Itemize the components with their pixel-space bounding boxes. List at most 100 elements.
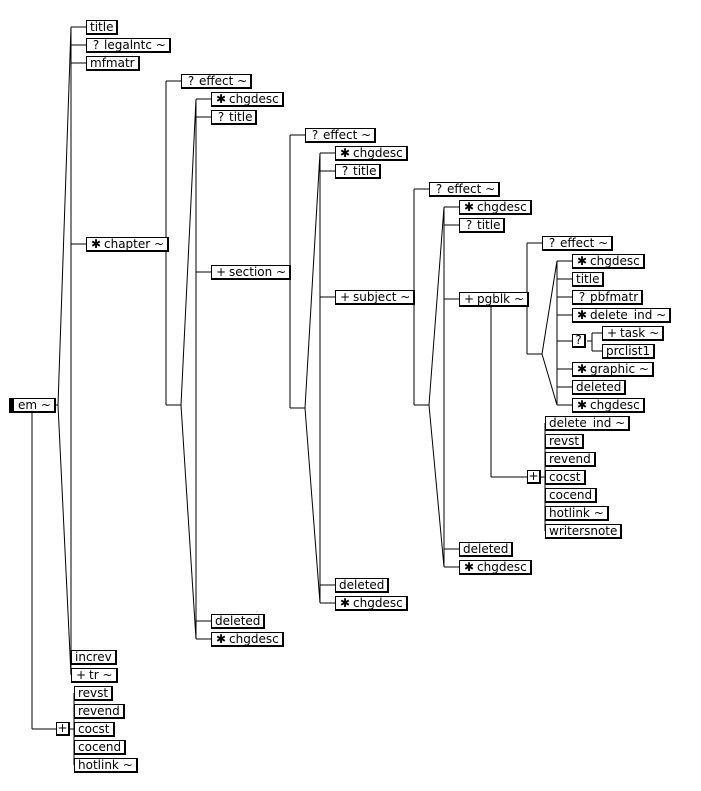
node-label: title bbox=[576, 272, 600, 286]
node-label: mfmatr bbox=[90, 56, 135, 70]
node-tr[interactable]: +tr ~ bbox=[71, 668, 118, 683]
node-cocend[interactable]: cocend bbox=[545, 488, 598, 503]
node-task[interactable]: +task ~ bbox=[602, 326, 665, 341]
node-legalntc[interactable]: ?legalntc ~ bbox=[86, 38, 171, 53]
optional-group-connector: ? bbox=[572, 334, 586, 348]
node-subject[interactable]: +subject ~ bbox=[335, 290, 416, 305]
node-label: delete_ind ~ bbox=[590, 308, 667, 322]
node-title[interactable]: title bbox=[86, 20, 119, 35]
node-writersnote[interactable]: writersnote bbox=[545, 524, 623, 539]
node-label: chgdesc bbox=[590, 254, 640, 268]
node-label: section ~ bbox=[229, 265, 287, 279]
node-label: effect ~ bbox=[199, 74, 248, 88]
optional-icon: ? bbox=[341, 164, 349, 178]
node-label: cocend bbox=[549, 488, 593, 502]
node-label: chapter ~ bbox=[104, 237, 165, 251]
node-label: title bbox=[90, 20, 114, 34]
node-label: deleted bbox=[339, 578, 385, 592]
zero-or-more-icon: ✱ bbox=[339, 146, 351, 160]
node-label: title bbox=[353, 164, 377, 178]
node-label: revst bbox=[78, 686, 109, 700]
node-title[interactable]: ?title bbox=[211, 110, 258, 125]
node-label: pbfmatr bbox=[590, 290, 639, 304]
node-chgdesc[interactable]: ✱chgdesc bbox=[572, 398, 645, 413]
node-chgdesc[interactable]: ✱chgdesc bbox=[211, 632, 284, 647]
node-graphic[interactable]: ✱graphic ~ bbox=[572, 362, 654, 377]
node-title[interactable]: ?title bbox=[459, 218, 506, 233]
node-pgblk[interactable]: +pgblk ~ bbox=[459, 292, 530, 307]
node-label: title bbox=[477, 218, 501, 232]
node-effect[interactable]: ? effect ~ bbox=[181, 74, 253, 89]
node-deleted[interactable]: deleted bbox=[211, 614, 266, 629]
node-label: legalntc ~ bbox=[104, 38, 166, 52]
choice-group-connector: + bbox=[56, 722, 70, 736]
one-or-more-icon: + bbox=[215, 265, 227, 279]
node-label: delete_ind ~ bbox=[549, 416, 626, 430]
optional-icon: ? bbox=[187, 74, 195, 88]
node-prclist1[interactable]: prclist1 bbox=[602, 344, 656, 359]
node-cocend[interactable]: cocend bbox=[74, 740, 127, 755]
node-chgdesc[interactable]: ✱chgdesc bbox=[335, 596, 408, 611]
node-deleted[interactable]: deleted bbox=[459, 542, 514, 557]
optional-icon: ? bbox=[435, 182, 443, 196]
node-label: revend bbox=[78, 704, 120, 718]
node-deleted[interactable]: deleted bbox=[335, 578, 390, 593]
node-chgdesc[interactable]: ✱chgdesc bbox=[335, 146, 408, 161]
node-label: task ~ bbox=[620, 326, 660, 340]
node-chgdesc[interactable]: ✱chgdesc bbox=[459, 200, 532, 215]
node-label: revend bbox=[549, 452, 591, 466]
node-revst[interactable]: revst bbox=[74, 686, 114, 701]
node-revend[interactable]: revend bbox=[74, 704, 125, 719]
node-label: effect ~ bbox=[447, 182, 496, 196]
optional-icon: ? bbox=[217, 110, 225, 124]
node-cocst[interactable]: cocst bbox=[545, 470, 586, 485]
zero-or-more-icon: ✱ bbox=[576, 398, 588, 412]
node-title[interactable]: title bbox=[572, 272, 605, 287]
node-pbfmatr[interactable]: ?pbfmatr bbox=[572, 290, 644, 305]
one-or-more-icon: + bbox=[339, 290, 351, 304]
optional-icon: ? bbox=[311, 128, 319, 142]
node-chapter[interactable]: ✱chapter ~ bbox=[86, 237, 170, 252]
node-deleted[interactable]: deleted bbox=[572, 380, 627, 395]
node-label: chgdesc bbox=[477, 560, 527, 574]
zero-or-more-icon: ✱ bbox=[576, 308, 588, 322]
node-revst[interactable]: revst bbox=[545, 434, 585, 449]
node-cocst[interactable]: cocst bbox=[74, 722, 115, 737]
zero-or-more-icon: ✱ bbox=[576, 362, 588, 376]
node-hotlink[interactable]: hotlink ~ bbox=[545, 506, 609, 521]
node-label: revst bbox=[549, 434, 580, 448]
node-chgdesc[interactable]: ✱chgdesc bbox=[572, 254, 645, 269]
zero-or-more-icon: ✱ bbox=[339, 596, 351, 610]
zero-or-more-icon: ✱ bbox=[215, 92, 227, 106]
node-label: chgdesc bbox=[353, 596, 403, 610]
node-label: hotlink ~ bbox=[78, 758, 133, 772]
node-title[interactable]: ? title bbox=[335, 164, 382, 179]
zero-or-more-icon: ✱ bbox=[576, 254, 588, 268]
node-mfmatr[interactable]: mfmatr bbox=[86, 56, 140, 71]
node-label: prclist1 bbox=[606, 344, 651, 358]
choice-icon: + bbox=[528, 469, 539, 483]
node-delete-ind[interactable]: delete_ind ~ bbox=[545, 416, 631, 431]
node-hotlink[interactable]: hotlink ~ bbox=[74, 758, 138, 773]
node-effect[interactable]: ?effect ~ bbox=[542, 236, 614, 251]
node-section[interactable]: +section ~ bbox=[211, 265, 292, 280]
node-label: deleted bbox=[215, 614, 261, 628]
node-label: em ~ bbox=[18, 398, 51, 412]
optional-icon: ? bbox=[575, 333, 582, 347]
node-chgdesc[interactable]: ✱chgdesc bbox=[459, 560, 532, 575]
one-or-more-icon: + bbox=[606, 326, 618, 340]
node-chgdesc[interactable]: ✱chgdesc bbox=[211, 92, 284, 107]
node-label: increv bbox=[75, 650, 112, 664]
node-em[interactable]: em ~ bbox=[9, 398, 56, 413]
node-delete-ind[interactable]: ✱delete_ind ~ bbox=[572, 308, 672, 323]
node-revend[interactable]: revend bbox=[545, 452, 596, 467]
node-label: tr ~ bbox=[89, 668, 113, 682]
node-label: chgdesc bbox=[590, 398, 640, 412]
node-label: cocst bbox=[78, 722, 110, 736]
node-increv[interactable]: increv bbox=[71, 650, 117, 665]
node-effect[interactable]: ?effect ~ bbox=[305, 128, 377, 143]
choice-icon: + bbox=[57, 721, 68, 735]
zero-or-more-icon: ✱ bbox=[463, 560, 475, 574]
node-effect[interactable]: ? effect ~ bbox=[429, 182, 501, 197]
zero-or-more-icon: ✱ bbox=[215, 632, 227, 646]
